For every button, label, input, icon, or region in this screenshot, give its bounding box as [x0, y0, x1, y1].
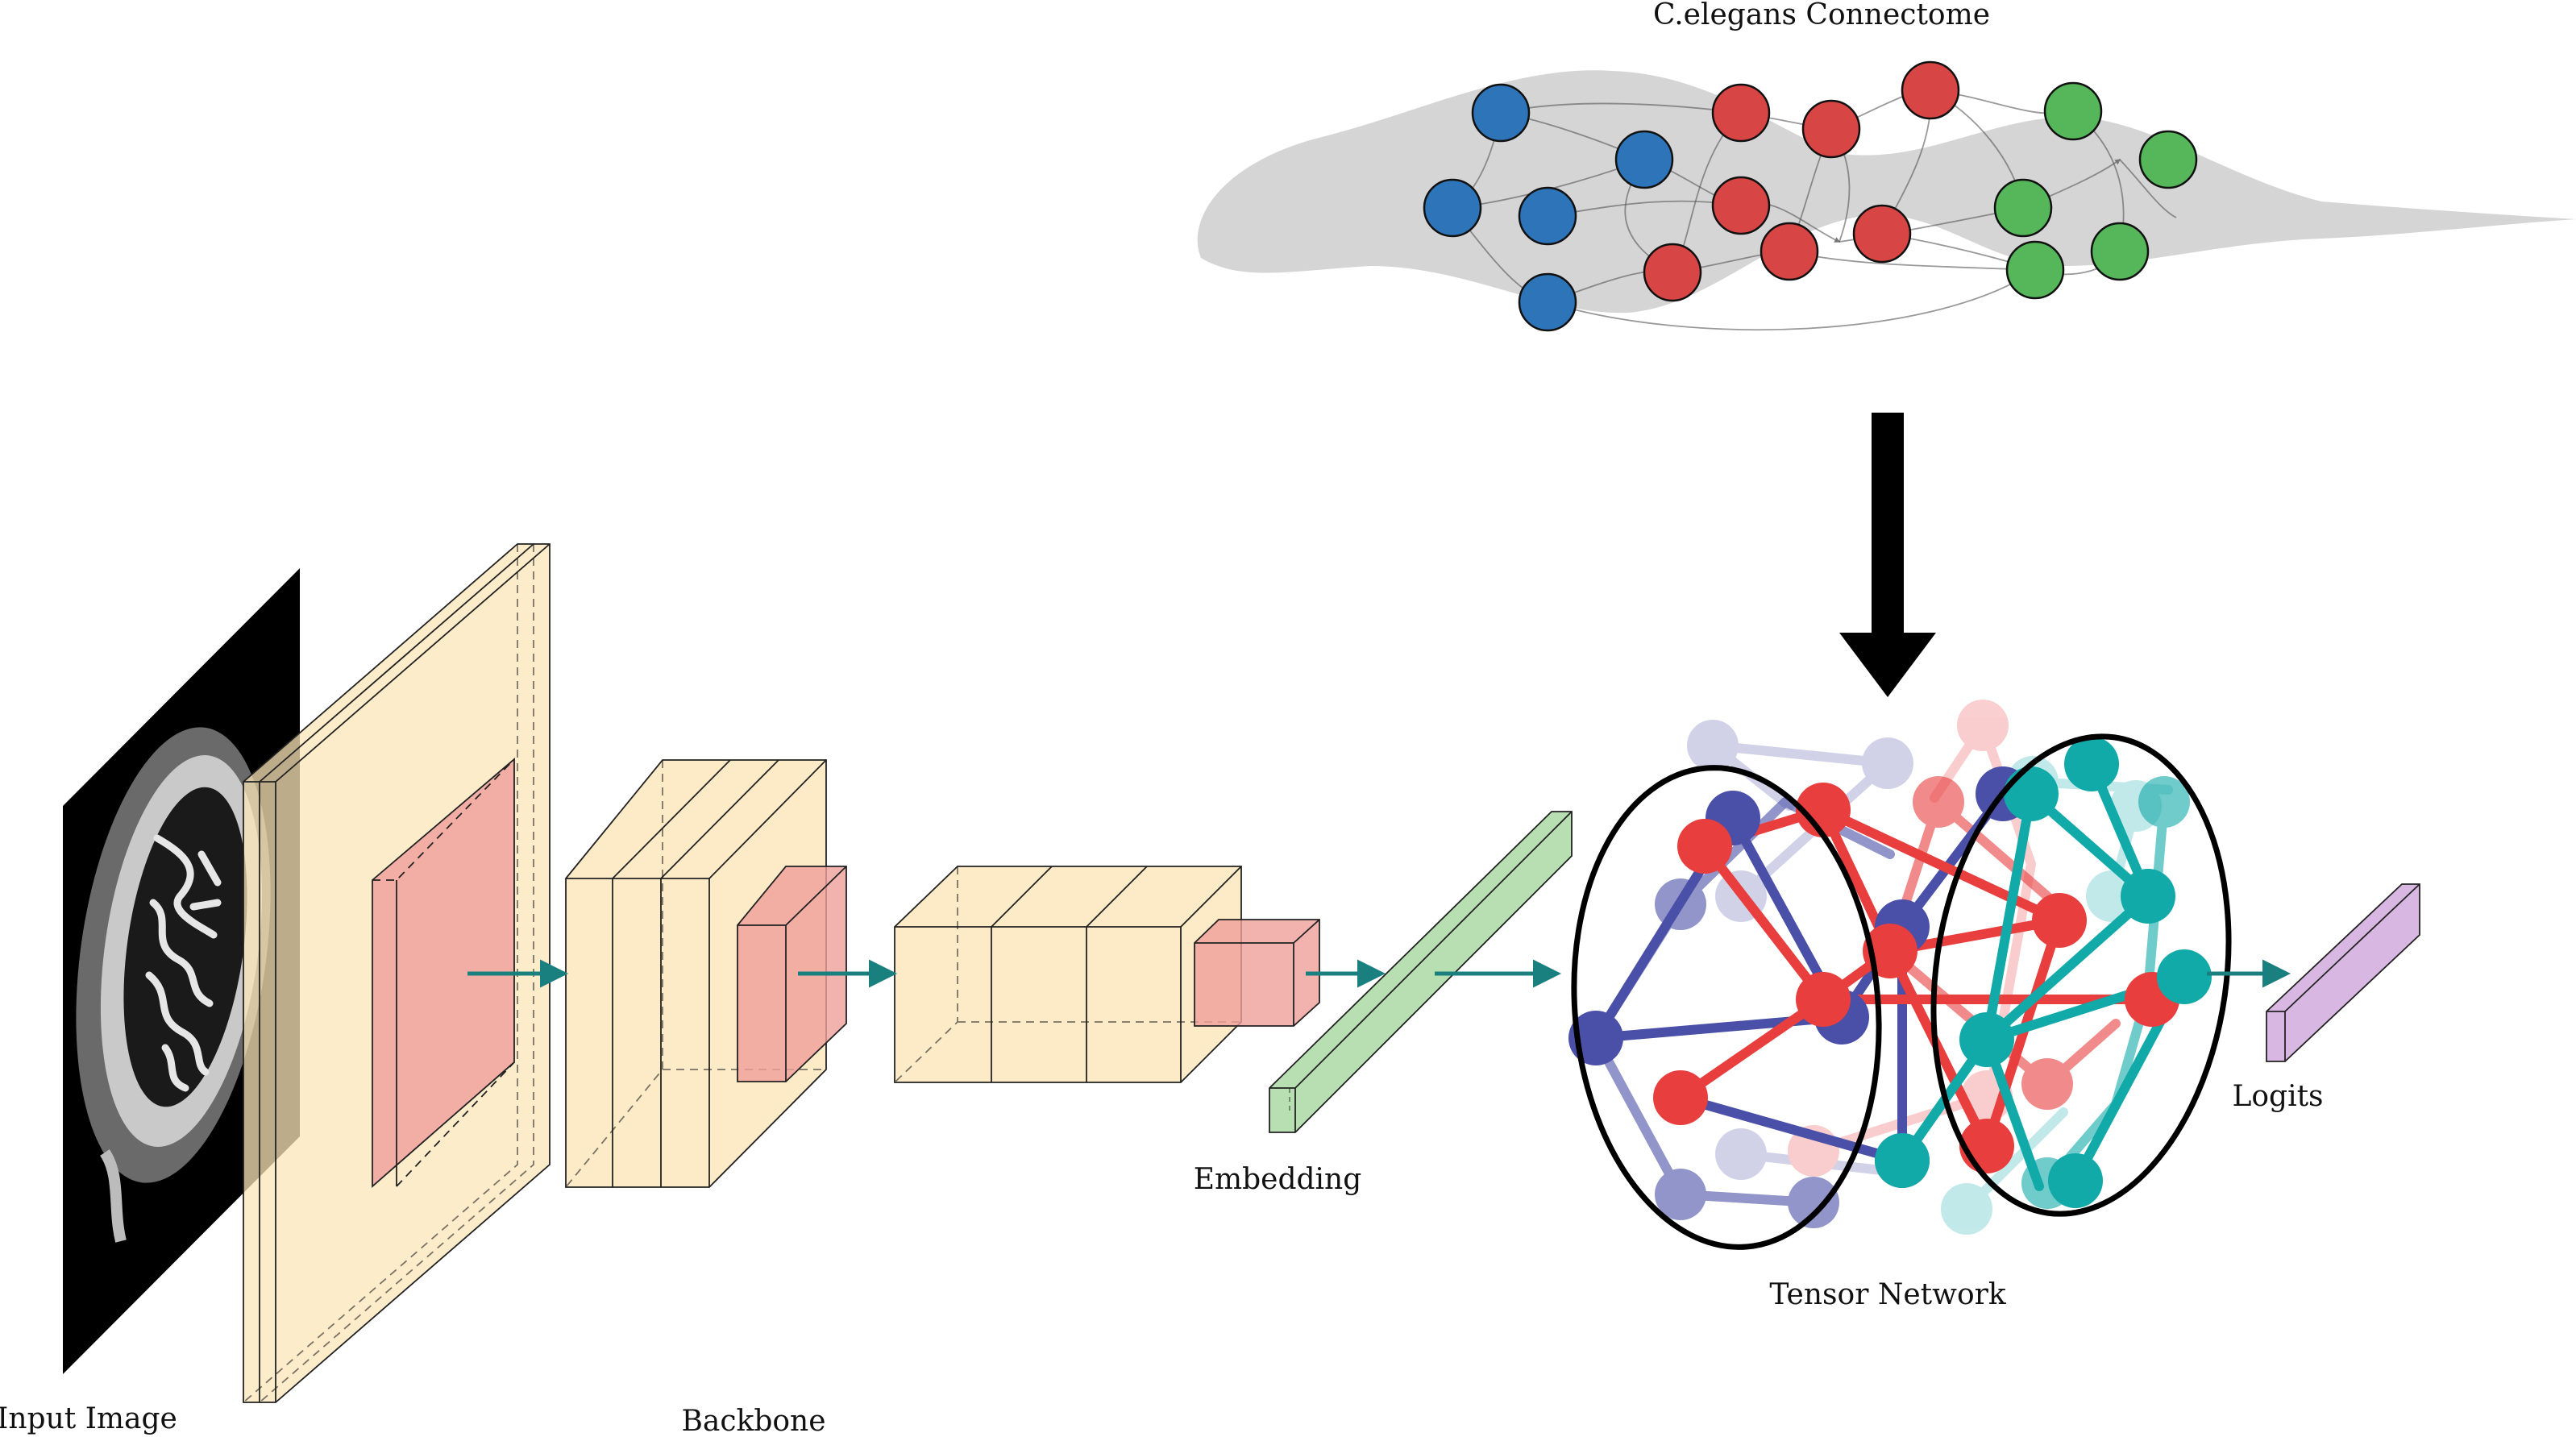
tensor-network [1568, 700, 2232, 1250]
sensory-neuron [1471, 83, 1531, 143]
connectome: C.elegans Connectome [1197, 0, 2576, 332]
embedding-label: Embedding [1194, 1163, 1362, 1196]
inter-neuron [1852, 204, 1912, 264]
motor-neuron [2043, 81, 2103, 141]
sensory-neuron [1423, 178, 1482, 238]
conv-kernel [372, 758, 515, 1188]
inter-neuron [1901, 60, 1960, 120]
motor-neuron [2005, 240, 2065, 300]
tensor-network-label: Tensor Network [1769, 1278, 2006, 1311]
down-arrow [1839, 413, 1936, 697]
tn-front-layer [1568, 737, 2212, 1208]
sensory-neuron [1614, 130, 1674, 189]
neuron-nodes [1423, 60, 2198, 332]
motor-neuron [1993, 178, 2053, 238]
sensory-neuron [1518, 272, 1577, 332]
backbone-label: Backbone [681, 1405, 825, 1437]
conv-kernel [737, 866, 847, 1082]
motor-neuron [2090, 222, 2150, 281]
logits-vector [2266, 883, 2420, 1062]
input-image-label: Input Image [0, 1402, 177, 1435]
backbone-stage-2 [565, 759, 847, 1188]
inter-neuron [1711, 176, 1771, 235]
embedding-vector [1269, 811, 1573, 1133]
inter-neuron [1643, 243, 1702, 302]
backbone-stage-3 [894, 866, 1320, 1083]
motor-neuron [2138, 130, 2198, 189]
logits-label: Logits [2232, 1080, 2323, 1113]
tn-partition-left [1571, 765, 1882, 1250]
connectome-title: C.elegans Connectome [1653, 0, 1990, 31]
conv-kernel [1194, 919, 1320, 1027]
inter-neuron [1711, 83, 1771, 143]
tn-partition-right [1930, 733, 2232, 1217]
inter-neuron [1801, 99, 1861, 159]
backbone-stage-1 [243, 543, 551, 1403]
feature-map [894, 866, 1242, 1083]
sensory-neuron [1518, 186, 1577, 246]
inter-neuron [1760, 222, 1819, 281]
input-image [63, 568, 300, 1374]
worm-body [1197, 70, 2576, 314]
